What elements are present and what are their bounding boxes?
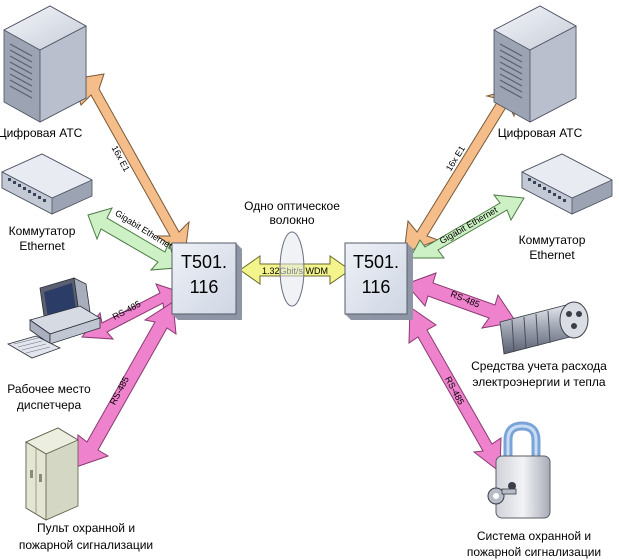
alarm-panel-cabinet-icon: Пульт охранной и пожарной сигнализации [19, 427, 153, 552]
switch-label-right-line1: Коммутатор [519, 233, 586, 247]
switch-label-left-line2: Ethernet [19, 239, 65, 253]
security-label-line1: Система охранной и [477, 529, 591, 543]
left-unit-line1: T501. [181, 252, 227, 272]
fire-panel-label-line2: пожарной сигнализации [19, 538, 153, 552]
fiber-label-line2: волокно [269, 213, 314, 227]
switch-label-left-line1: Коммутатор [9, 224, 76, 238]
pbx-label-left: Цифровая АТС [0, 126, 83, 140]
left-unit-line2: 116 [190, 277, 219, 297]
pbx-server-icon-left: Цифровая АТС [0, 5, 87, 140]
fire-panel-label-line1: Пульт охранной и [37, 521, 135, 535]
pbx-server-icon-right: Цифровая АТС [493, 5, 583, 140]
right-unit: T501. 116 [344, 242, 413, 320]
meters-label-line2: электроэнергии и тепла [472, 375, 606, 389]
pbx-label-right: Цифровая АТС [498, 126, 583, 140]
workstation-label-line1: Рабочее место [7, 382, 91, 396]
fiber-lens: Одно оптическое волокно [244, 199, 340, 307]
switch-label-right-line2: Ethernet [529, 248, 575, 262]
gige-label-right: Gigabit Ethernet [438, 205, 500, 246]
left-unit: T501. 116 [171, 242, 242, 320]
padlock-icon: Система охранной и пожарной сигнализации [467, 421, 601, 559]
meters-label-line1: Средства учета расхода [471, 359, 607, 373]
meter-cylinder-icon: Средства учета расхода электроэнергии и … [471, 301, 607, 389]
fiber-label-line1: Одно оптическое [244, 199, 340, 213]
right-unit-line1: T501. [353, 252, 399, 272]
switch-icon-left: Коммутатор Ethernet [1, 153, 93, 253]
switch-icon-right: Коммутатор Ethernet [519, 153, 613, 262]
workstation-icon: Рабочее место диспетчера [6, 277, 101, 412]
workstation-label-line2: диспетчера [17, 398, 82, 412]
right-unit-line2: 116 [362, 277, 391, 297]
security-label-line2: пожарной сигнализации [467, 545, 601, 559]
